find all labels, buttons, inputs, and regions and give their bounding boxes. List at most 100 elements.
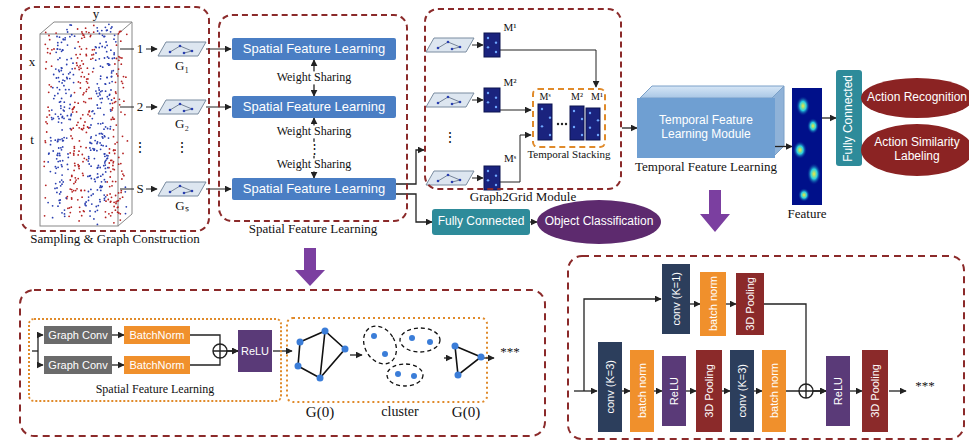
cloud-point (121, 178, 123, 180)
cloud-point (77, 178, 79, 180)
part-label: M¹ (591, 91, 603, 102)
cloud-point (112, 102, 114, 104)
cloud-point (100, 65, 102, 67)
cloud-point (120, 190, 122, 192)
part-label: M¹ (503, 21, 516, 33)
cloud-point (72, 62, 74, 64)
graph-vertex (183, 52, 186, 55)
cloud-point (57, 141, 59, 143)
grid-map (484, 166, 500, 190)
cloud-point (124, 191, 126, 193)
cloud-point (111, 212, 113, 214)
cloud-point (51, 117, 53, 119)
cloud-point (79, 140, 81, 142)
cloud-point (115, 203, 117, 205)
cloud-point (98, 165, 100, 167)
cloud-point (58, 147, 60, 149)
connector (686, 390, 696, 391)
cloud-point (83, 210, 85, 212)
cloud-point (125, 186, 127, 188)
dotted-group: Spatial Feature LearningGraph ConvBatchN… (28, 318, 282, 402)
grid-cell (573, 110, 575, 112)
cloud-point (104, 83, 106, 85)
cloud-point (125, 76, 127, 78)
graph-plate (158, 42, 206, 56)
cloud-point (83, 127, 85, 129)
cloud-point (81, 215, 83, 217)
grid-cell (597, 119, 599, 121)
cloud-point (74, 162, 76, 164)
cloud-point (79, 206, 81, 208)
connector (622, 390, 630, 391)
cloud-point (95, 52, 97, 54)
graph-vertex (459, 101, 462, 104)
cloud-point (62, 160, 64, 162)
graph-vertex (459, 46, 462, 49)
cloud-point (97, 167, 99, 169)
drawing-stroke (37, 335, 38, 365)
conv-box: conv (K=3) (598, 342, 622, 432)
cloud-point (51, 49, 53, 51)
cloud-point (106, 45, 108, 47)
cloud-point (96, 83, 98, 85)
drawing-stroke (357, 320, 403, 370)
cloud-point (119, 213, 121, 215)
node-label: Temporal Feature Learning Module (637, 114, 775, 142)
cloud-point (84, 190, 86, 192)
cloud-point (113, 52, 115, 54)
cloud-point (119, 219, 121, 221)
connector (530, 221, 537, 222)
cloud-point (106, 77, 108, 79)
cloud-point (91, 203, 93, 205)
cloud-point (57, 59, 59, 61)
batchnorm-box: BatchNorm (124, 356, 190, 374)
cloud-point (82, 33, 84, 35)
cloud-point (46, 123, 48, 125)
graph-vertex (437, 102, 440, 105)
cloud-point (90, 137, 92, 139)
cloud-point (101, 30, 103, 32)
cloud-point (111, 76, 113, 78)
pooling-box: 3D Pooling (736, 273, 764, 335)
cloud-point (68, 215, 70, 217)
cloud-point (111, 70, 113, 72)
cloud-point (78, 220, 80, 222)
part-label: ⋮ (175, 140, 189, 155)
cloud-point (51, 109, 53, 111)
cloud-point (119, 104, 121, 106)
cloud-point (55, 32, 57, 34)
cloud-point (114, 153, 116, 155)
cloud-point (91, 118, 93, 120)
connector (112, 364, 124, 365)
cloud-point (59, 57, 61, 59)
drawing-stroke (409, 335, 415, 341)
cloud-point (94, 158, 96, 160)
cloud-point (73, 146, 75, 148)
cloud-point (53, 98, 55, 100)
drawing-stroke (796, 96, 810, 116)
cloud-point (61, 164, 63, 166)
cloud-point (86, 88, 88, 90)
cloud-point (102, 174, 104, 176)
cloud-point (89, 110, 91, 112)
cloud-point (59, 199, 61, 201)
cloud-point (118, 157, 120, 159)
cloud-point (105, 126, 107, 128)
cloud-point (113, 206, 115, 208)
cloud-point (105, 26, 107, 28)
cloud-point (89, 142, 91, 144)
cloud-point (117, 75, 119, 77)
graph-vertex (191, 50, 194, 53)
cloud-point (74, 68, 76, 70)
graph-vertex (183, 110, 186, 113)
cloud-point (59, 36, 61, 38)
cloud-point (111, 72, 113, 74)
cloud-point (66, 64, 68, 66)
drawing-stroke (557, 123, 567, 125)
edge-label: Weight Sharing (275, 71, 354, 84)
cloud-point (82, 161, 84, 163)
node-label: ReLU (832, 377, 845, 405)
cloud-point (109, 176, 111, 178)
cloud-point (77, 41, 79, 43)
drawing-stroke (295, 328, 349, 382)
